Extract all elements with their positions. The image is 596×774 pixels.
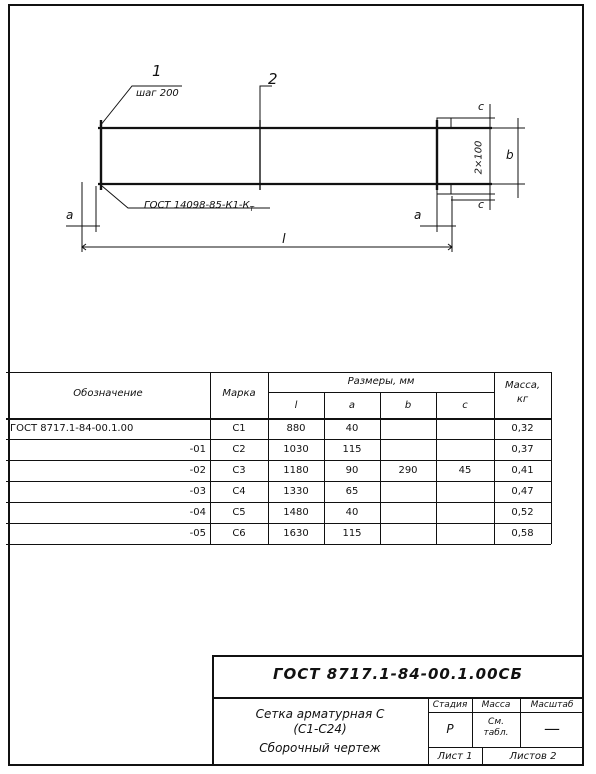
row-mark: С4 [232, 486, 246, 497]
col-mark: Марка [222, 388, 256, 399]
scale-label: Масштаб [530, 700, 574, 710]
row-mark: С2 [232, 444, 246, 455]
row-l: 1480 [283, 507, 309, 518]
doc-name-line3: Сборочный чертеж [259, 741, 381, 755]
dim-a-left: a [66, 208, 74, 222]
row-mark: С1 [232, 423, 246, 434]
col-mass-unit: кг [516, 394, 529, 405]
row-a: 115 [342, 444, 362, 455]
b-value: 290 [398, 465, 418, 476]
row-l: 1630 [283, 528, 309, 539]
row-designation: -02 [189, 465, 206, 476]
doc-name-line1: Сетка арматурная С [255, 707, 385, 721]
row-designation: -05 [189, 528, 206, 539]
row-l: 880 [286, 423, 306, 434]
row-designation: ГОСТ 8717.1-84-00.1.00 [10, 423, 134, 434]
row-l: 1180 [283, 465, 309, 476]
wire-spec-label: ГОСТ 14098-85-К1-КТ [144, 200, 254, 213]
row-mark: С5 [232, 507, 246, 518]
row-mark: С3 [232, 465, 246, 476]
mass-value-2: табл. [483, 728, 509, 738]
row-a: 40 [345, 423, 359, 434]
drawing-frame [8, 4, 584, 766]
callout-2: 2 [268, 70, 278, 88]
col-c: c [462, 400, 468, 411]
row-l: 1330 [283, 486, 309, 497]
stage-value: Р [446, 722, 454, 736]
end-box-bottom [436, 183, 452, 195]
col-designation: Обозначение [73, 388, 143, 399]
step-label: шаг 200 [136, 88, 179, 99]
sheet-label: Лист 1 [437, 751, 473, 762]
mass-value-1: См. [488, 717, 504, 727]
scale-value: — [544, 719, 560, 738]
dim-2x100: 2×100 [473, 140, 485, 175]
row-a: 115 [342, 528, 362, 539]
row-l: 1030 [283, 444, 309, 455]
leader-2 [259, 85, 272, 122]
row-a: 40 [345, 507, 359, 518]
mass-label: Масса [481, 700, 511, 710]
sheets-label: Листов 2 [509, 751, 557, 762]
dim-a-right: a [414, 208, 422, 222]
end-box-top [436, 117, 452, 129]
spec-table: Обозначение Марка Размеры, мм l a b c Ма… [6, 372, 552, 545]
c-value: 45 [458, 465, 472, 476]
row-mass: 0,41 [511, 465, 534, 476]
row-designation: -01 [189, 444, 206, 455]
row-mark: С6 [232, 528, 246, 539]
row-mass: 0,52 [511, 507, 534, 518]
col-sizes: Размеры, мм [347, 376, 415, 387]
mesh-drawing [66, 85, 525, 252]
doc-code: ГОСТ 8717.1-84-00.1.00СБ [272, 665, 523, 683]
col-a: a [348, 400, 356, 411]
leader-1 [99, 85, 182, 127]
row-a: 65 [345, 486, 359, 497]
row-mass: 0,37 [511, 444, 534, 455]
dim-l: l [282, 232, 286, 247]
row-mass: 0,47 [511, 486, 534, 497]
leader-wire-spec [101, 185, 270, 209]
row-mass: 0,58 [511, 528, 534, 539]
doc-name-line2: (С1-С24) [293, 722, 347, 736]
row-mass: 0,32 [511, 423, 534, 434]
row-designation: -04 [189, 507, 206, 518]
dim-b: b [506, 148, 514, 162]
title-block: ГОСТ 8717.1-84-00.1.00СБ Сетка арматурна… [212, 655, 584, 766]
dim-c-top: c [478, 100, 485, 113]
stage-label: Стадия [432, 700, 468, 710]
dim-c-bottom: c [478, 198, 485, 211]
row-a: 90 [345, 465, 359, 476]
col-mass: Масса, [504, 380, 541, 391]
row-designation: -03 [189, 486, 206, 497]
col-b: b [404, 400, 412, 411]
col-l: l [294, 400, 298, 411]
callout-1: 1 [152, 62, 162, 80]
